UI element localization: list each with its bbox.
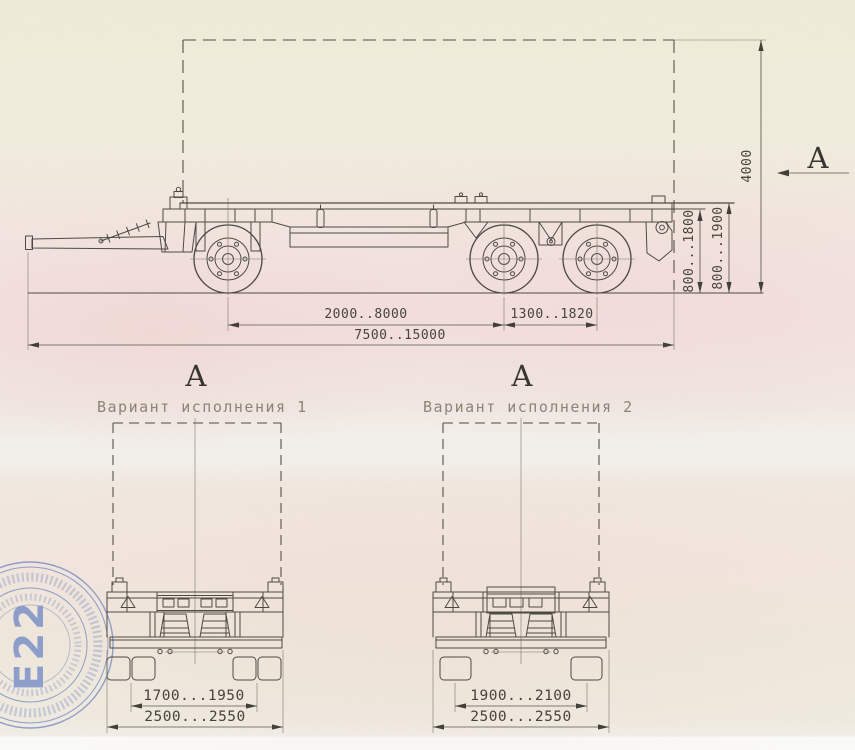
trailer-drawing-svg: Е22 bbox=[0, 0, 855, 750]
technical-drawing-sheet: Е22 bbox=[0, 0, 855, 750]
paper-grain bbox=[0, 0, 855, 750]
